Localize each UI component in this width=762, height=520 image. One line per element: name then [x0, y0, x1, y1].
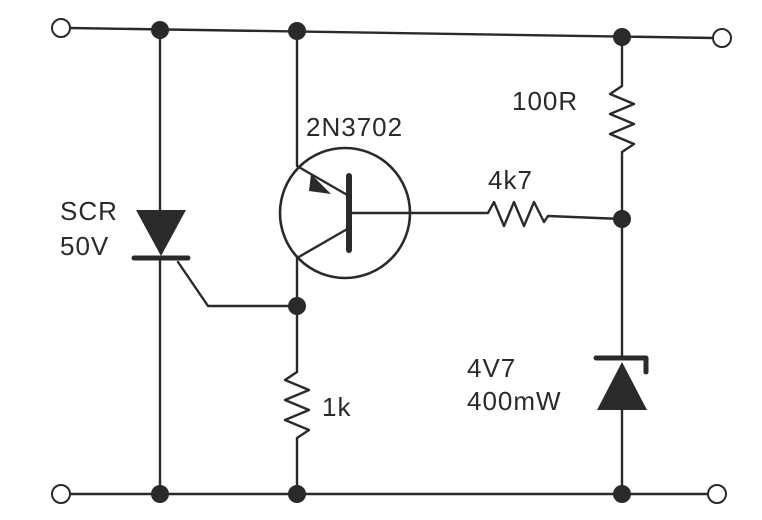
junction-dot [288, 22, 306, 40]
junction-dot [613, 485, 631, 503]
resistor-100r [608, 36, 636, 221]
zener-power-label: 400mW [467, 386, 562, 416]
junction-dot [613, 210, 631, 228]
junction-dot [613, 28, 631, 46]
scr-name-label: SCR [60, 196, 118, 226]
zener-voltage-label: 4V7 [467, 353, 516, 383]
scr-gate-wire [176, 260, 299, 308]
transistor-label: 2N3702 [306, 112, 403, 142]
terminal-top-right [712, 28, 732, 48]
junction-dot [151, 485, 169, 503]
resistor-4k7-label: 4k7 [488, 165, 533, 195]
terminal-bottom-right [707, 484, 727, 504]
junction-dot [151, 21, 169, 39]
scr-rating-label: 50V [60, 231, 109, 261]
emitter-arrow-icon [309, 174, 331, 194]
terminal-top-left [51, 18, 71, 38]
terminal-bottom-left [51, 484, 71, 504]
junction-dot [288, 485, 306, 503]
transistor-emitter-lead [295, 150, 351, 198]
resistor-1k-label: 1k [322, 392, 351, 422]
resistor-4k7 [478, 200, 624, 228]
top-rail [68, 26, 717, 40]
scr-symbol [136, 210, 186, 256]
zener-diode-symbol [597, 362, 647, 410]
junction-dot [288, 297, 306, 315]
zener-cathode-bar [593, 355, 649, 375]
transistor-collector-lead [295, 226, 351, 308]
resistor-100r-label: 100R [512, 86, 578, 116]
resistor-1k [283, 304, 311, 496]
